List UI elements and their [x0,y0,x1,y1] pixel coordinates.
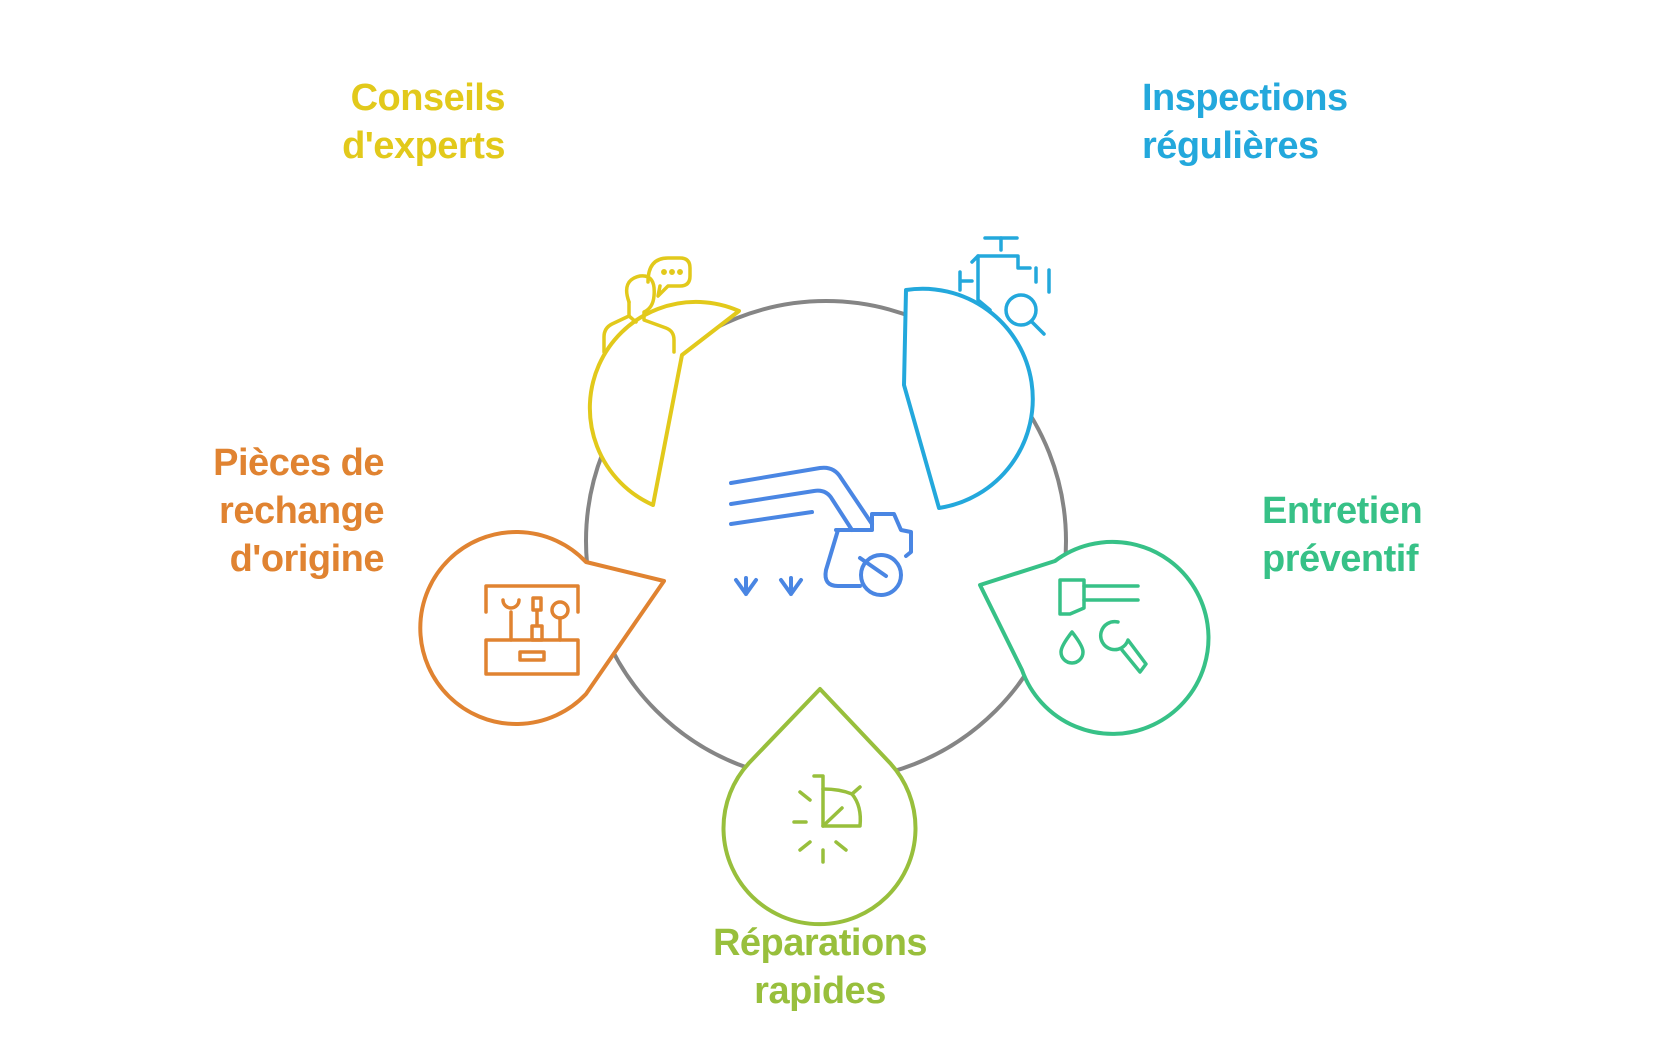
label-experts-line1: Conseils [350,77,506,119]
label-inspections: Inspections régulières [1142,74,1348,170]
stopwatch-icon [792,774,863,864]
expert-chat-icon [602,256,692,354]
label-inspections-line1: Inspections [1142,77,1348,119]
node-experts [587,256,741,507]
label-reparations-line1: Réparations [712,922,928,964]
label-experts: Conseils d'experts [342,74,505,170]
label-entretien: Entretien préventif [1262,487,1423,583]
node-entretien-pin [978,539,1211,736]
node-reparations-pin [721,687,918,927]
node-pieces [418,530,666,726]
node-inspections [902,236,1051,510]
label-pieces-line2: rechange [219,490,384,532]
node-experts-pin [587,299,741,507]
node-inspections-pin [902,286,1035,510]
toolbox-icon [484,584,580,676]
label-pieces-line1: Pièces de [213,442,384,484]
node-reparations [721,687,918,927]
label-pieces: Pièces de rechange d'origine [213,439,384,583]
label-entretien-line1: Entretien [1262,490,1423,532]
label-pieces-line3: d'origine [229,538,385,580]
label-inspections-line2: régulières [1142,125,1319,167]
label-reparations-line2: rapides [754,970,886,1012]
maintenance-wrench-icon [1058,578,1148,674]
label-experts-line2: d'experts [342,125,505,167]
tractor-icon [729,465,913,597]
label-reparations: Réparations rapides [712,919,928,1015]
engine-inspection-icon [958,236,1051,336]
label-entretien-line2: préventif [1262,538,1418,580]
node-entretien [978,539,1211,736]
